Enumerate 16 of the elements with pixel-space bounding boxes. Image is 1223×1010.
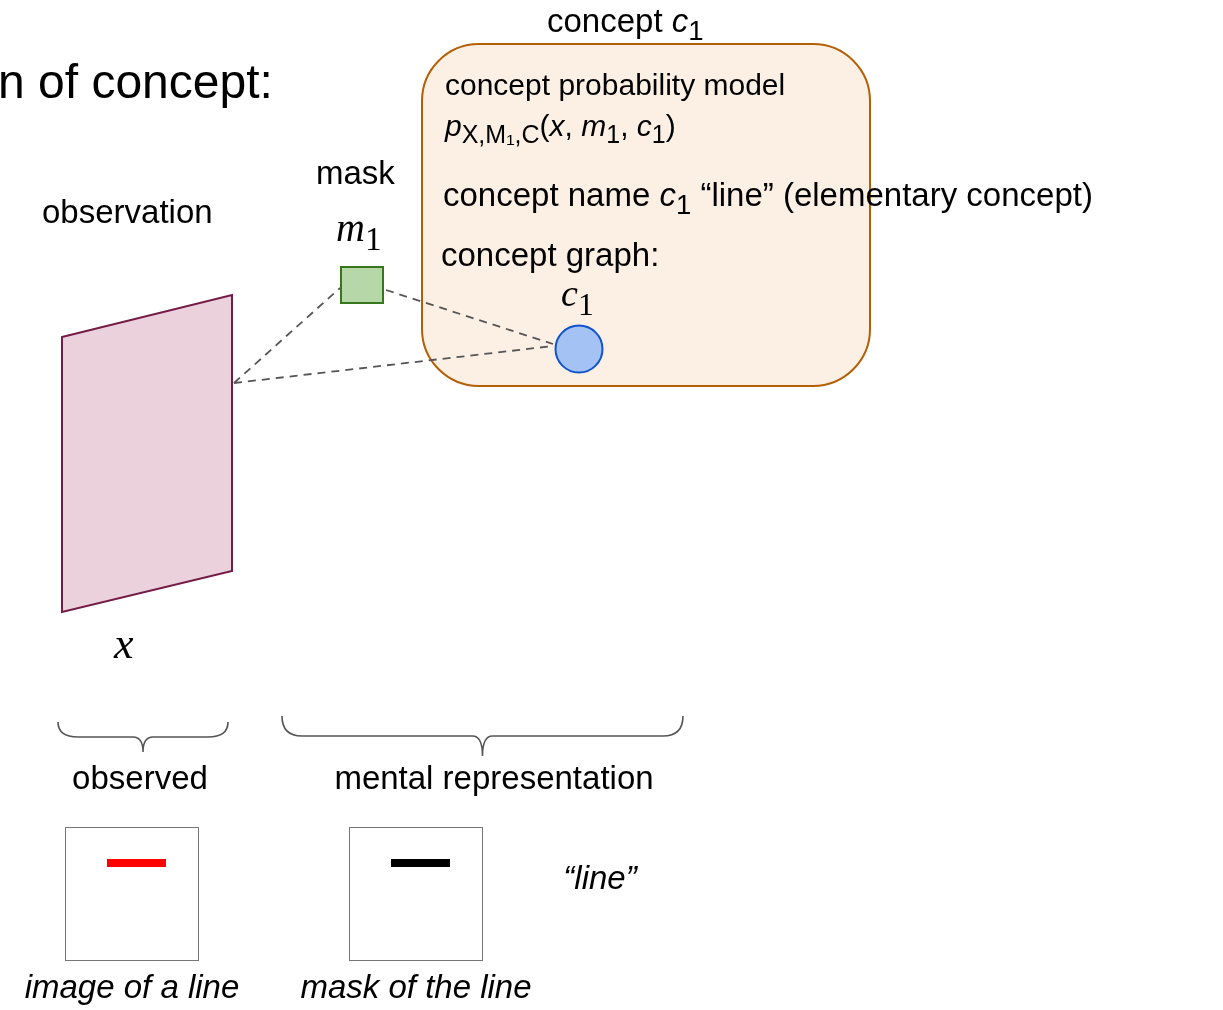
dashed-line — [385, 289, 554, 345]
group-label: mental representation — [334, 760, 654, 797]
caption-text: image of a line — [24, 969, 240, 1006]
concept-text: concept graph: — [441, 237, 660, 274]
heading-text: n of concept: — [0, 56, 273, 109]
variable-label: x — [114, 620, 134, 669]
dashed-line — [233, 287, 341, 384]
concept-name-text: “line” — [563, 860, 637, 897]
concept-text: concept probability model p$_{X,M₁,C}$(x, m$_{1}$, c$_{1}$) — [445, 67, 787, 150]
mask-label: mask — [316, 155, 395, 192]
variable-label: m$_{1}$ — [336, 206, 382, 258]
variable-label: c$_{1}$ — [561, 273, 594, 323]
group-label: observed — [72, 760, 208, 797]
panel-heading: concept c$_{1}$ — [547, 3, 704, 46]
observation-label: observation — [42, 194, 213, 231]
caption-text: mask of the line — [300, 969, 532, 1006]
